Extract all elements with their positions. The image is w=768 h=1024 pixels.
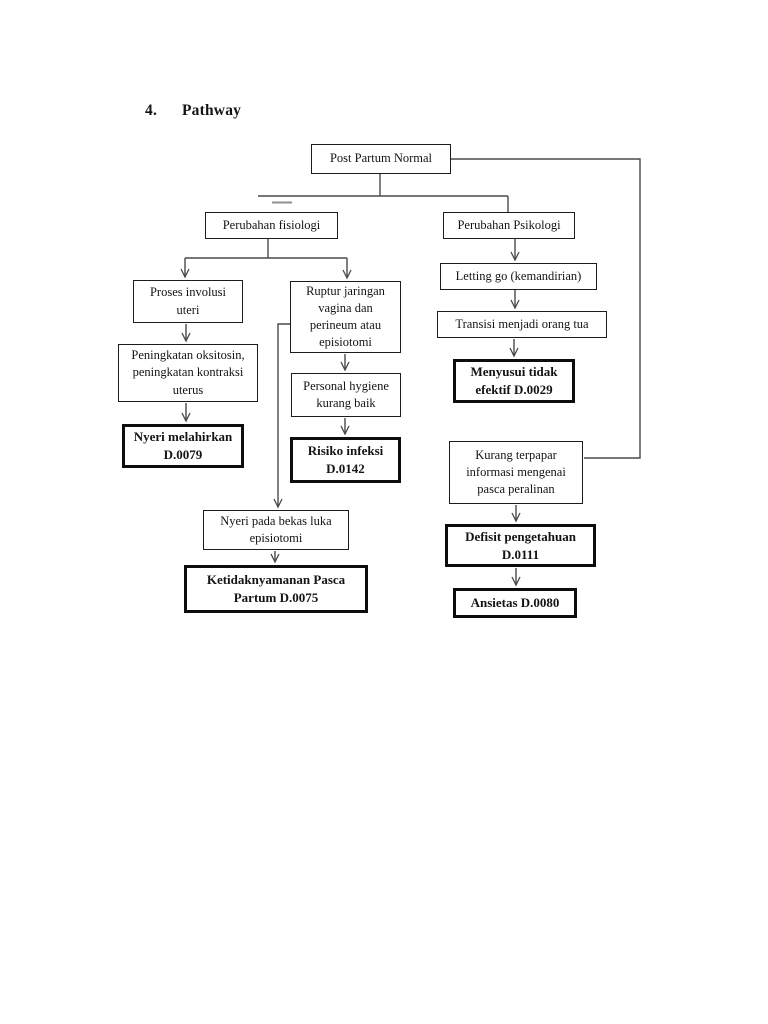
- arrow-ruptur-to-nyeri-bekas-elbow: [273, 323, 290, 509]
- node-letting-go: Letting go (kemandirian): [440, 263, 597, 290]
- heading-number: 4.: [145, 102, 158, 119]
- node-proses-involusi-uteri: Proses involusi uteri: [133, 280, 243, 323]
- node-transisi-orang-tua: Transisi menjadi orang tua: [437, 311, 607, 338]
- node-perubahan-fisiologi: Perubahan fisiologi: [205, 212, 338, 239]
- node-ketidaknyamanan-d0075: Ketidaknyamanan Pasca Partum D.0075: [184, 565, 368, 613]
- node-menyusui-tidak-efektif-d0029: Menyusui tidak efektif D.0029: [453, 359, 575, 403]
- node-ruptur-jaringan: Ruptur jaringan vagina dan perineum atau…: [290, 281, 401, 353]
- node-personal-hygiene: Personal hygiene kurang baik: [291, 373, 401, 417]
- connector-root-to-kurang-elbow: [451, 158, 641, 459]
- node-post-partum-normal: Post Partum Normal: [311, 144, 451, 174]
- heading-text: Pathway: [182, 102, 242, 119]
- node-peningkatan-oksitosin: Peningkatan oksitosin, peningkatan kontr…: [118, 344, 258, 402]
- node-nyeri-bekas-luka: Nyeri pada bekas luka episiotomi: [203, 510, 349, 550]
- page-title: 4. Pathway: [145, 102, 241, 120]
- node-kurang-terpapar-informasi: Kurang terpapar informasi mengenai pasca…: [449, 441, 583, 504]
- node-perubahan-psikologi: Perubahan Psikologi: [443, 212, 575, 239]
- node-defisit-pengetahuan-d0111: Defisit pengetahuan D.0111: [445, 524, 596, 567]
- node-ansietas-d0080: Ansietas D.0080: [453, 588, 577, 618]
- node-nyeri-melahirkan-d0079: Nyeri melahirkan D.0079: [122, 424, 244, 468]
- node-risiko-infeksi-d0142: Risiko infeksi D.0142: [290, 437, 401, 483]
